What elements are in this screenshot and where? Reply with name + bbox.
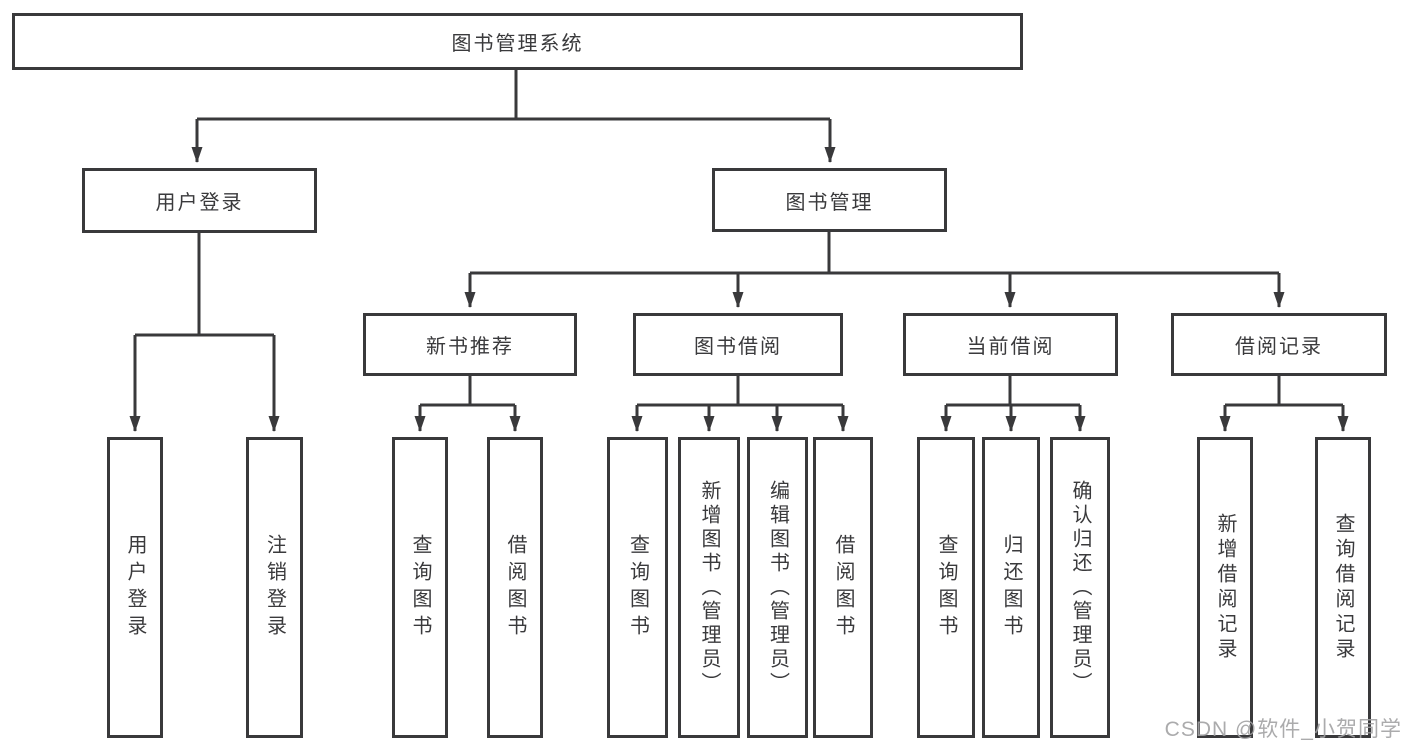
- leaf-return-book: 归还图书: [982, 437, 1040, 738]
- leaf-add-borrow-record: 新增借阅记录: [1197, 437, 1253, 738]
- node-root-system: 图书管理系统: [12, 13, 1023, 70]
- leaf-query-books-borrow: 查询图书: [607, 437, 668, 738]
- leaf-query-borrow-record: 查询借阅记录: [1315, 437, 1371, 738]
- leaf-query-books-current: 查询图书: [917, 437, 975, 738]
- node-book-management: 图书管理: [712, 168, 947, 232]
- node-user-login: 用户登录: [82, 168, 317, 233]
- leaf-borrow-books: 借阅图书: [813, 437, 873, 738]
- csdn-watermark: CSDN @软件_小贺同学: [1164, 718, 1402, 741]
- node-new-book-recommend: 新书推荐: [363, 313, 577, 376]
- node-book-borrow: 图书借阅: [633, 313, 843, 376]
- leaf-borrow-books-recommend: 借阅图书: [487, 437, 543, 738]
- node-current-borrow: 当前借阅: [903, 313, 1118, 376]
- leaf-query-books-recommend: 查询图书: [392, 437, 448, 738]
- leaf-confirm-return-admin: 确认归还（管理员）: [1050, 437, 1110, 738]
- leaf-add-book-admin: 新增图书（管理员）: [678, 437, 740, 738]
- leaf-user-login: 用户登录: [107, 437, 163, 738]
- leaf-logout: 注销登录: [246, 437, 303, 738]
- leaf-edit-book-admin: 编辑图书（管理员）: [747, 437, 808, 738]
- node-borrow-records: 借阅记录: [1171, 313, 1387, 376]
